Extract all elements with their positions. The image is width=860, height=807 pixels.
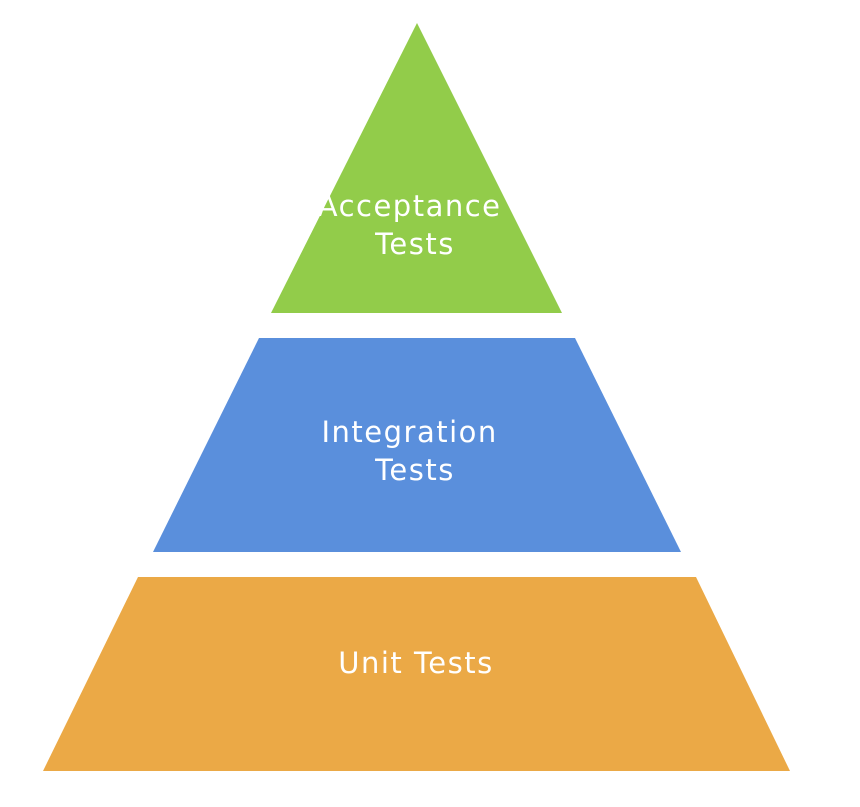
acceptance-tier-label-line-1: Acceptance <box>318 189 502 223</box>
unit-tier-shape <box>43 577 790 771</box>
acceptance-tier-shape <box>271 23 562 313</box>
acceptance-tier-label: Acceptance Tests <box>318 189 513 261</box>
unit-tier-label-line-1: Unit Tests <box>338 646 493 680</box>
unit-tier-label: Unit Tests <box>338 646 493 680</box>
acceptance-tier-label-line-2: Tests <box>374 227 455 261</box>
integration-tier-shape <box>153 338 681 552</box>
integration-tier-label-line-1: Integration <box>321 415 497 449</box>
integration-tier-label: Integration Tests <box>321 415 508 487</box>
integration-tier-label-line-2: Tests <box>374 453 455 487</box>
